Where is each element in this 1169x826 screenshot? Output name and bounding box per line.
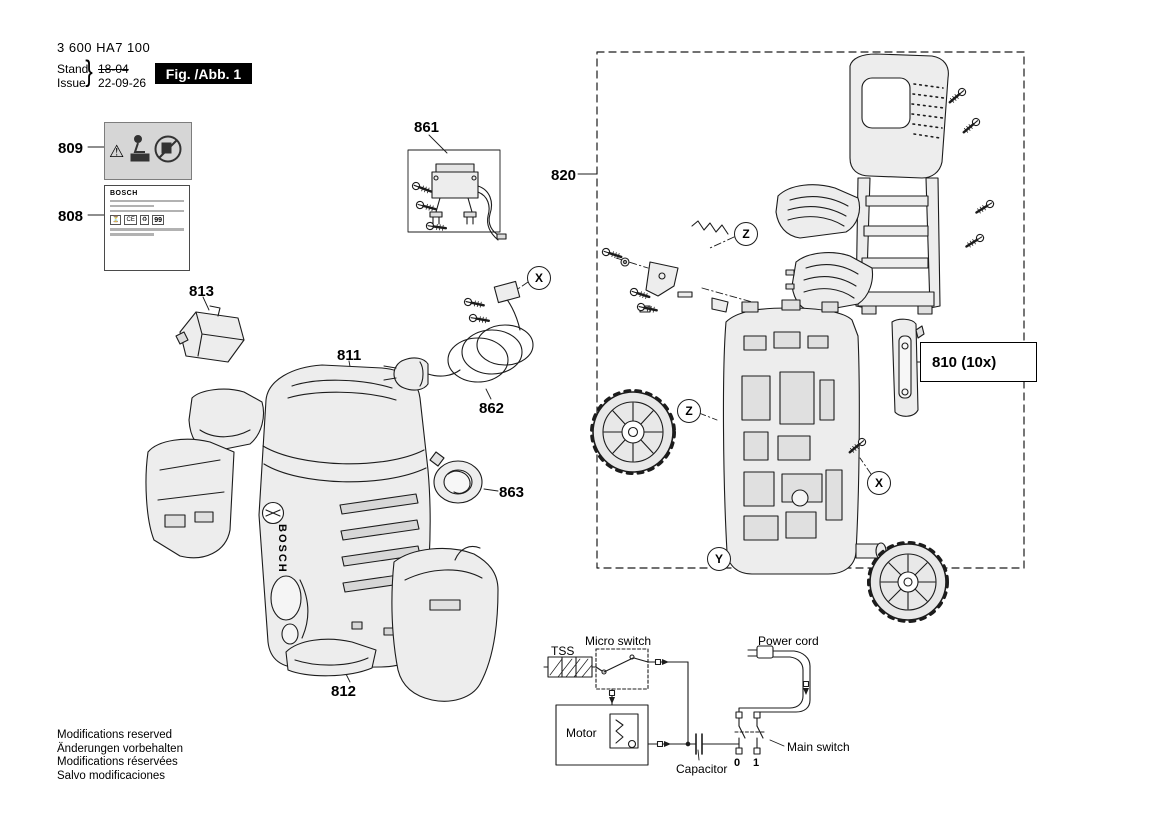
power-cord-862-drawing xyxy=(383,280,534,391)
sticker-text-line xyxy=(110,204,155,207)
sticker-text-line xyxy=(110,233,155,236)
bosch-logo-text: BOSCH xyxy=(276,524,288,574)
footer-line-es: Salvo modificaciones xyxy=(57,769,166,782)
micro-switch-label: Micro switch xyxy=(585,634,652,648)
part-813-drawing xyxy=(175,305,245,363)
rating-plate-sticker: BOSCH ⏳ CE ♻ 99 xyxy=(104,185,190,271)
bottom-cover-812-drawing xyxy=(285,545,499,702)
switch-position-1: 1 xyxy=(753,757,760,769)
sticker-number: 99 xyxy=(152,215,165,225)
warning-label-sticker: ⚠ xyxy=(104,122,192,180)
footer-line-de: Änderungen vorbehalten xyxy=(57,742,183,755)
warning-triangle-icon: ⚠ xyxy=(109,141,125,161)
footer-line-fr: Modifications réservées xyxy=(57,756,178,768)
stand-value: 18-04 xyxy=(98,62,129,76)
back-panel-drawing xyxy=(722,299,887,575)
callout-813: 813 xyxy=(189,283,215,300)
part-861-drawing xyxy=(407,149,507,241)
main-body-drawing xyxy=(258,364,431,669)
marker-z-2: Z xyxy=(677,399,701,423)
callout-811: 811 xyxy=(337,347,362,364)
knob-863-drawing xyxy=(429,451,483,504)
left-cover-pieces-drawing xyxy=(145,388,265,559)
safety-pictograms-icon xyxy=(130,135,182,163)
hourglass-icon: ⏳ xyxy=(110,215,122,225)
modifications-notice: Modifications reserved Änderungen vorbeh… xyxy=(57,729,183,783)
ce-mark: CE xyxy=(124,215,137,225)
issue-value: 22-09-26 xyxy=(98,76,147,90)
handle-820-drawing xyxy=(849,53,997,315)
callout-810: 810 (10x) xyxy=(932,353,997,371)
sticker-text-line xyxy=(110,228,184,231)
tss-label: TSS xyxy=(551,644,575,658)
callout-862: 862 xyxy=(479,400,505,417)
sticker-brand-text: BOSCH xyxy=(110,190,138,197)
callout-810-box: 810 (10x) xyxy=(920,342,1037,382)
marker-y-1: Y xyxy=(707,547,731,571)
callout-861: 861 xyxy=(414,119,440,136)
wheel-right-drawing xyxy=(867,541,949,623)
stand-label: Stand xyxy=(57,62,89,76)
callout-812: 812 xyxy=(331,683,357,700)
clip-810-drawing xyxy=(891,318,925,417)
marker-x-1: X xyxy=(527,266,551,290)
small-parts-drawing xyxy=(600,220,729,316)
date-brace: } xyxy=(85,55,93,88)
grip-pieces-drawing xyxy=(775,184,874,313)
sticker-text-line xyxy=(110,209,184,212)
capacitor-label: Capacitor xyxy=(676,762,728,776)
motor-label: Motor xyxy=(566,726,597,740)
callout-808: 808 xyxy=(58,208,84,225)
circuit-drawing xyxy=(543,645,811,766)
switch-position-0: 0 xyxy=(734,757,741,769)
footer-line-en: Modifications reserved xyxy=(57,729,173,741)
document-number: 3 600 HA7 100 xyxy=(57,40,151,55)
callout-863: 863 xyxy=(499,484,525,501)
callout-809: 809 xyxy=(58,140,84,157)
figure-label: Fig. /Abb. 1 xyxy=(165,65,242,82)
main-switch-label: Main switch xyxy=(787,740,850,754)
issue-label: Issue xyxy=(57,76,86,90)
callout-820: 820 xyxy=(551,167,577,184)
wheel-left-drawing xyxy=(590,389,676,475)
recycle-icon: ♻ xyxy=(139,215,150,225)
figure-label-box: Fig. /Abb. 1 xyxy=(155,63,252,84)
marker-z-1: Z xyxy=(734,222,758,246)
marker-x-2: X xyxy=(867,471,891,495)
sticker-text-line xyxy=(110,199,184,202)
power-cord-label: Power cord xyxy=(758,634,819,648)
